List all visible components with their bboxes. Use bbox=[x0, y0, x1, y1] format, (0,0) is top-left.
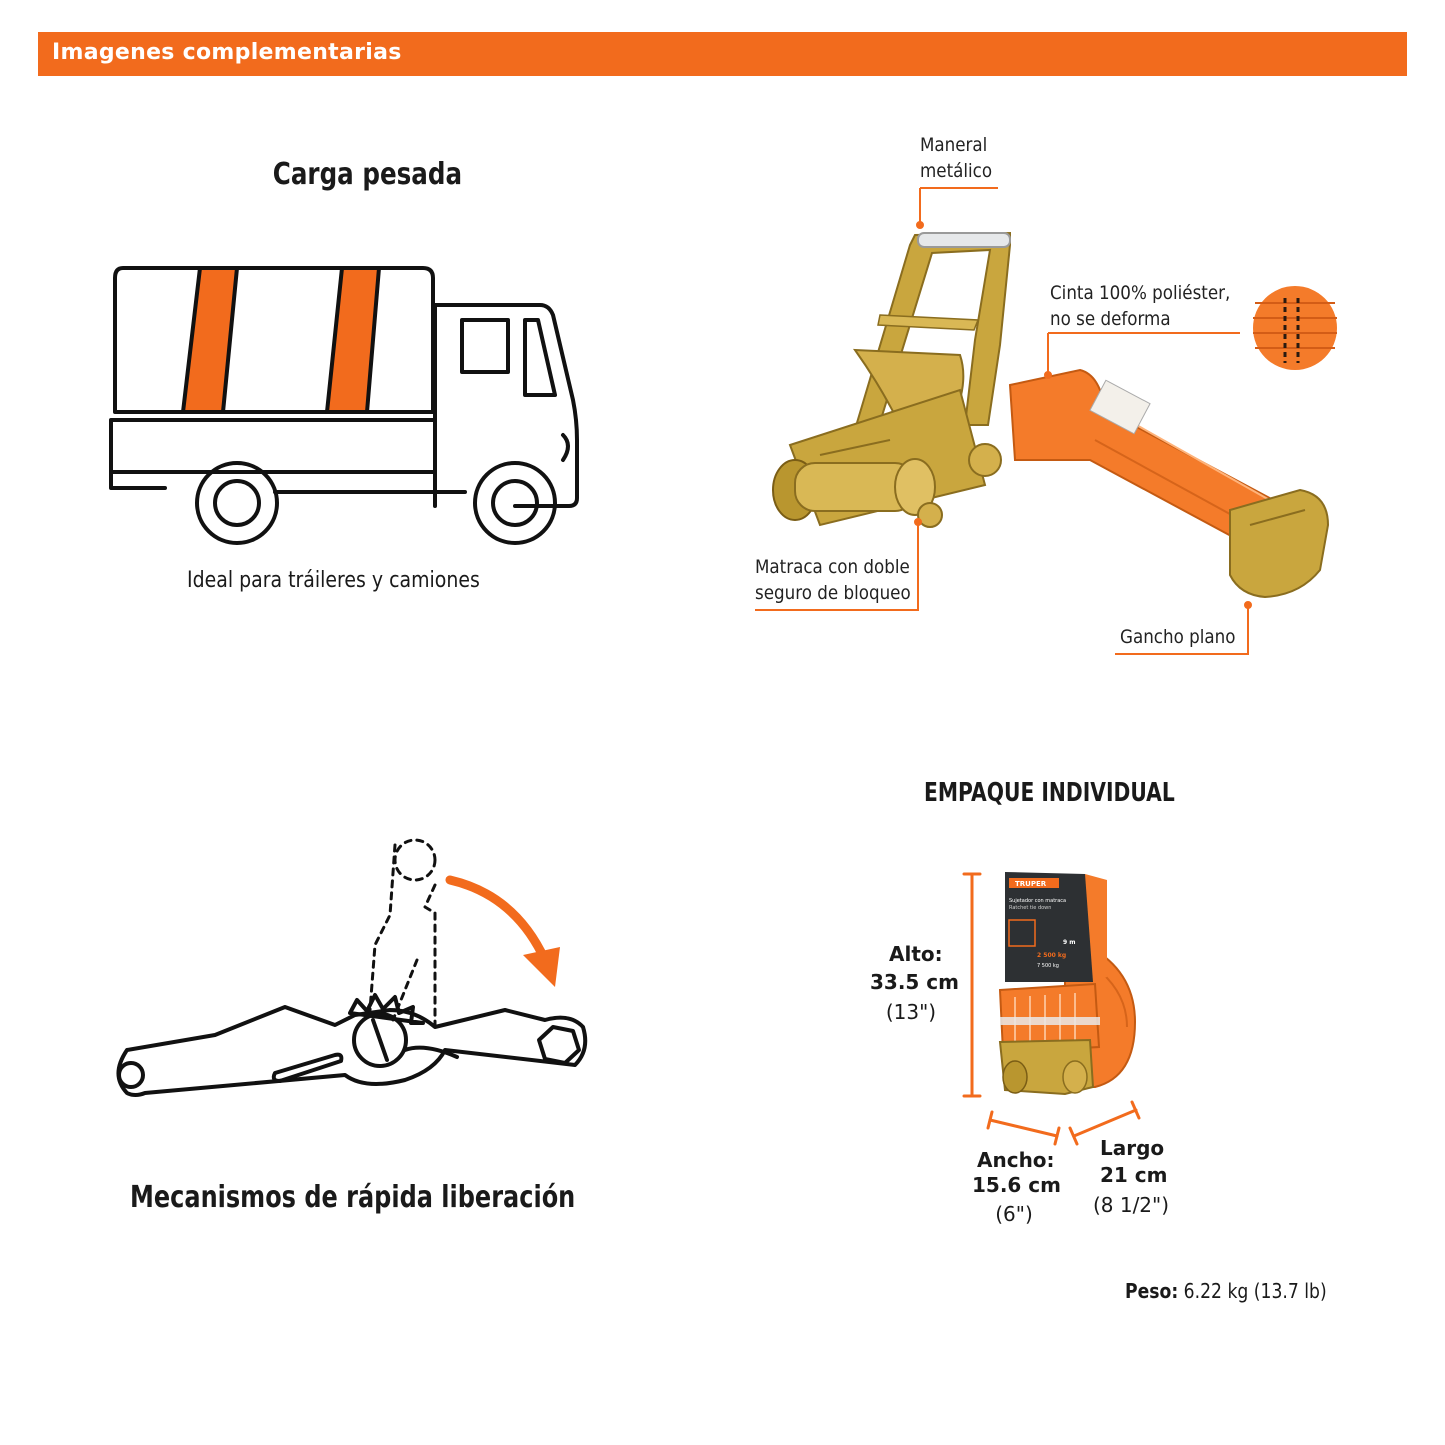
callout-maneral: Maneral metálico bbox=[920, 132, 992, 184]
carga-caption: Ideal para tráileres y camiones bbox=[187, 568, 480, 593]
peso-value: 6.22 kg (13.7 lb) bbox=[1183, 1279, 1327, 1303]
callout-gancho: Gancho plano bbox=[1120, 626, 1236, 648]
package-length: 9 m bbox=[1063, 939, 1076, 946]
webbing-detail-icon bbox=[1253, 286, 1337, 370]
section-header: Imagenes complementarias bbox=[38, 32, 1407, 76]
ancho-inch: (6") bbox=[995, 1202, 1033, 1226]
callout-cinta-line1: Cinta 100% poliéster, bbox=[1050, 282, 1231, 304]
package-line2: Ratchet tie down bbox=[1009, 905, 1051, 911]
callout-cinta-line2: no se deforma bbox=[1050, 308, 1171, 330]
alto-value: 33.5 cm bbox=[870, 970, 960, 994]
alto-label: Alto: bbox=[889, 942, 943, 966]
package-break-strength: 7 500 kg bbox=[1037, 963, 1059, 969]
callout-matraca-line2: seguro de bloqueo bbox=[755, 582, 911, 604]
largo-value: 21 cm bbox=[1100, 1163, 1168, 1187]
ancho-value: 15.6 cm bbox=[972, 1173, 1062, 1197]
ratchet-strap-illustration bbox=[772, 231, 1330, 599]
callout-cinta: Cinta 100% poliéster, no se deforma bbox=[1050, 280, 1230, 332]
section-title: Imagenes complementarias bbox=[52, 40, 402, 65]
empaque-heading: EMPAQUE INDIVIDUAL bbox=[924, 778, 1175, 808]
package-illustration: TRUPER Sujetador con matraca Ratchet tie… bbox=[998, 872, 1137, 1096]
callout-lines bbox=[755, 187, 1252, 655]
largo-label: Largo bbox=[1100, 1136, 1165, 1160]
peso-line: Peso: 6.22 kg (13.7 lb) bbox=[1125, 1279, 1327, 1303]
callout-maneral-line1: Maneral bbox=[920, 134, 988, 156]
ratchet-release-icon bbox=[116, 838, 588, 1097]
package-brand: TRUPER bbox=[1015, 880, 1047, 888]
package-line1: Sujetador con matraca bbox=[1009, 898, 1066, 904]
dimension-lines bbox=[962, 872, 1141, 1146]
truck-icon bbox=[109, 266, 579, 545]
ancho-label: Ancho: bbox=[977, 1148, 1055, 1172]
callout-matraca-line1: Matraca con doble bbox=[755, 556, 910, 578]
package-capacity: 2 500 kg bbox=[1037, 952, 1066, 959]
callout-matraca: Matraca con doble seguro de bloqueo bbox=[755, 554, 911, 606]
callout-maneral-line2: metálico bbox=[920, 160, 993, 182]
mecanismo-heading: Mecanismos de rápida liberación bbox=[130, 1180, 576, 1215]
carga-heading: Carga pesada bbox=[272, 157, 463, 192]
largo-inch: (8 1/2") bbox=[1092, 1193, 1170, 1217]
alto-inch: (13") bbox=[885, 1000, 937, 1024]
peso-label: Peso: bbox=[1125, 1279, 1179, 1303]
